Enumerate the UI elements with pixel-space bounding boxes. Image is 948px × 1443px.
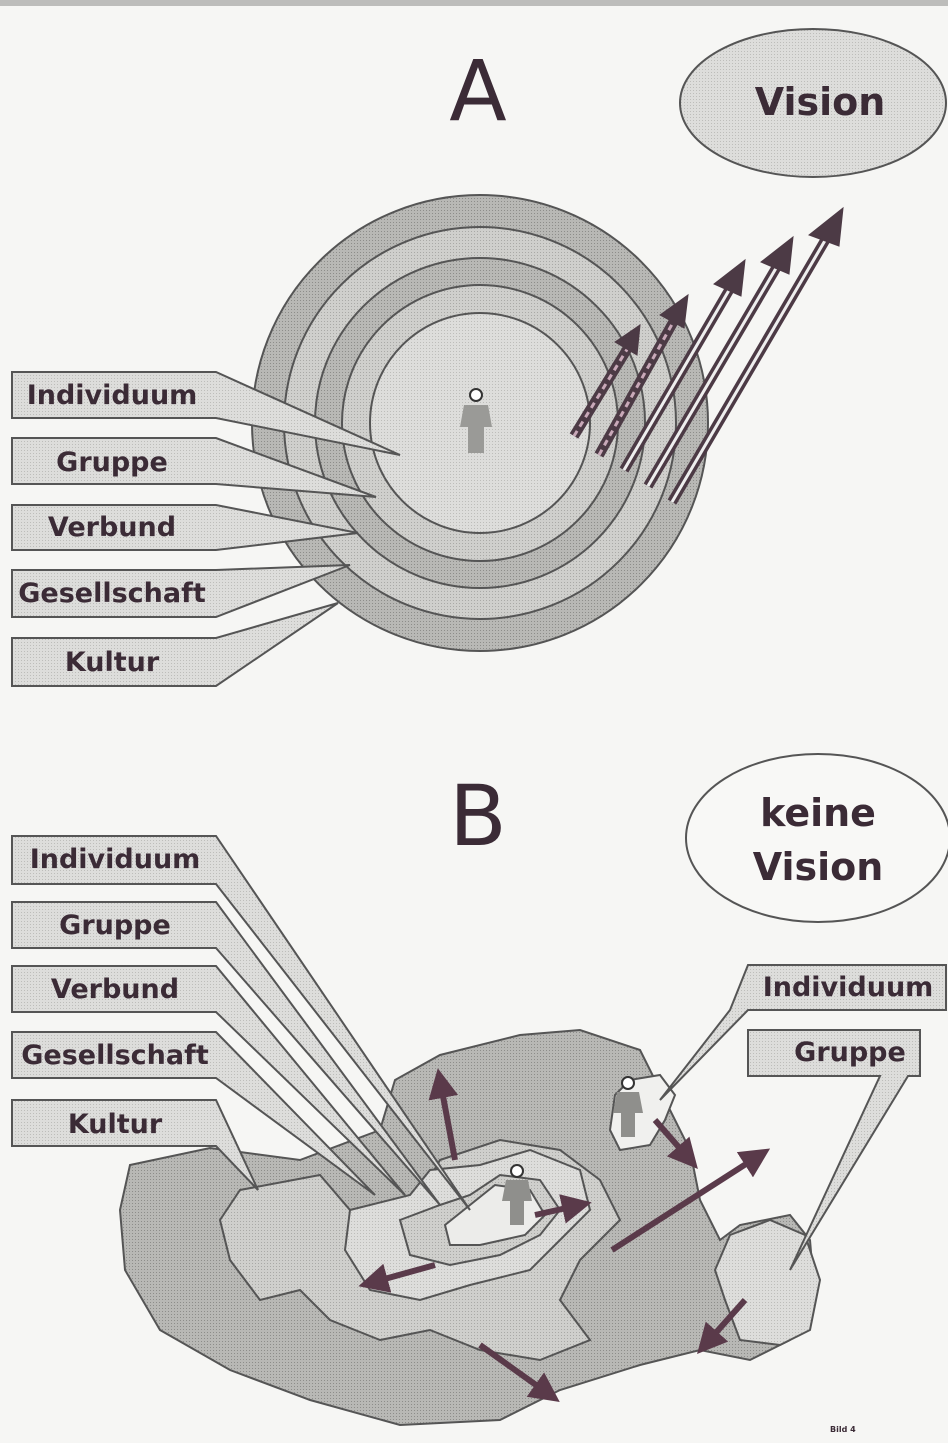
- svg-text:Gruppe: Gruppe: [56, 447, 168, 478]
- no-vision-line1: keine: [760, 791, 876, 835]
- svg-text:Gesellschaft: Gesellschaft: [21, 1040, 209, 1071]
- svg-text:Individuum: Individuum: [27, 380, 198, 411]
- svg-text:Gruppe: Gruppe: [794, 1037, 906, 1068]
- svg-text:Verbund: Verbund: [51, 974, 179, 1005]
- panel-b-letter: B: [449, 767, 507, 865]
- footer-caption: Bild 4: [830, 1425, 856, 1434]
- svg-text:Kultur: Kultur: [65, 647, 160, 678]
- irregular-landscape: [120, 1030, 820, 1425]
- svg-text:Gesellschaft: Gesellschaft: [18, 578, 206, 609]
- panel-a-letter: A: [449, 42, 506, 140]
- vision-label: Vision: [755, 80, 886, 124]
- no-vision-oval: [686, 754, 948, 922]
- svg-text:Individuum: Individuum: [763, 972, 934, 1003]
- callout-gesellschaft-a: Gesellschaft: [12, 565, 350, 617]
- panel-b: B keine Vision: [12, 754, 948, 1425]
- svg-text:Individuum: Individuum: [30, 844, 201, 875]
- svg-text:Kultur: Kultur: [68, 1109, 163, 1140]
- top-border: [0, 0, 948, 6]
- svg-text:Verbund: Verbund: [48, 512, 176, 543]
- panel-a: A Vision: [12, 29, 946, 686]
- svg-text:Gruppe: Gruppe: [59, 910, 171, 941]
- no-vision-line2: Vision: [753, 845, 884, 889]
